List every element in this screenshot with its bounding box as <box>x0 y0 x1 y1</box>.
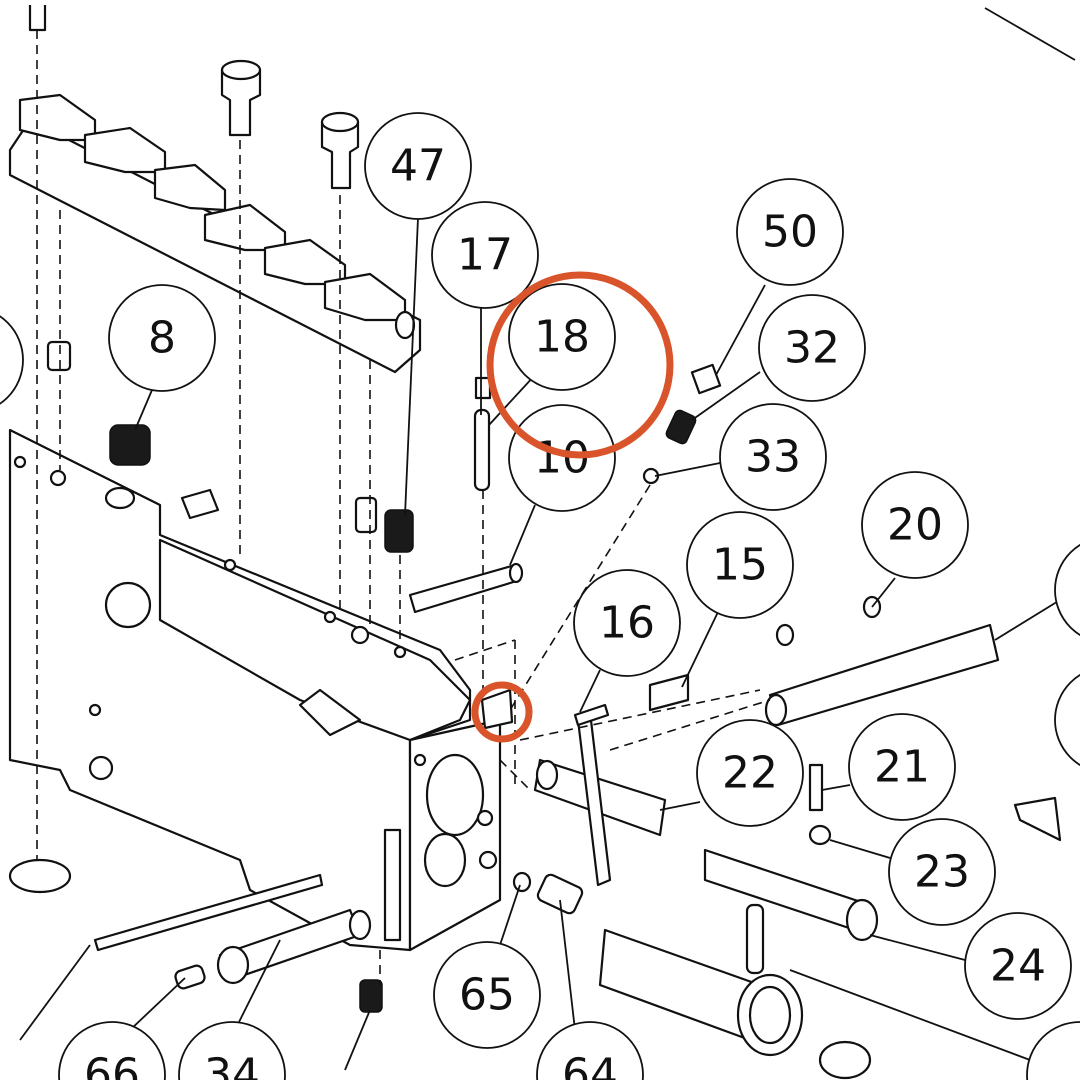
callout-18-label: 18 <box>534 312 590 363</box>
callout-10[interactable]: 10 <box>508 404 616 512</box>
callout-18[interactable]: 18 <box>508 283 616 391</box>
picatinny-rail <box>8 93 422 374</box>
callout-8-label: 8 <box>148 313 176 364</box>
leader-lines <box>19 217 1061 1071</box>
callout-21-label: 21 <box>874 742 930 793</box>
callout-8[interactable]: 8 <box>108 284 216 392</box>
callout-66-label: 66 <box>84 1050 140 1080</box>
callout-64-label: 64 <box>562 1050 618 1080</box>
callout-50[interactable]: 50 <box>736 178 844 286</box>
highlight-circle-callout-18 <box>486 271 674 459</box>
callout-34-label: 34 <box>204 1050 260 1080</box>
detent-part <box>480 688 514 730</box>
callout-22-label: 22 <box>722 748 778 799</box>
rail-screws <box>28 5 360 190</box>
callout-23-label: 23 <box>914 847 970 898</box>
callout-23[interactable]: 23 <box>888 818 996 926</box>
assembly-dashed-lines <box>36 30 771 985</box>
callout-edge-right-middle <box>1054 673 1080 767</box>
callout-34[interactable]: 34 <box>178 1021 286 1080</box>
callout-32-label: 32 <box>784 323 840 374</box>
callout-edge-right-bottom <box>1026 1021 1080 1080</box>
callout-15-label: 15 <box>712 540 768 591</box>
callout-21[interactable]: 21 <box>848 713 956 821</box>
callout-50-label: 50 <box>762 207 818 258</box>
callout-47[interactable]: 47 <box>364 112 472 220</box>
callout-edge-right-upper <box>1054 543 1080 637</box>
callout-22[interactable]: 22 <box>696 719 804 827</box>
callout-20-label: 20 <box>887 500 943 551</box>
receiver-body <box>8 428 502 952</box>
callout-64[interactable]: 64 <box>536 1021 644 1080</box>
highlight-circle-part-location <box>471 681 533 743</box>
callout-32[interactable]: 32 <box>758 294 866 402</box>
callout-65[interactable]: 65 <box>433 941 541 1049</box>
callout-16-label: 16 <box>599 598 655 649</box>
callout-33[interactable]: 33 <box>719 403 827 511</box>
callout-20[interactable]: 20 <box>861 471 969 579</box>
callout-16[interactable]: 16 <box>573 569 681 677</box>
callout-17[interactable]: 17 <box>431 201 539 309</box>
callout-33-label: 33 <box>745 432 801 483</box>
callout-24-label: 24 <box>990 941 1046 992</box>
receiver-assembly <box>8 5 1076 1080</box>
callout-17-label: 17 <box>457 230 513 281</box>
callout-24[interactable]: 24 <box>964 912 1072 1020</box>
callout-66[interactable]: 66 <box>58 1021 166 1080</box>
callout-15[interactable]: 15 <box>686 511 794 619</box>
callout-edge-left <box>0 315 24 405</box>
callout-47-label: 47 <box>390 141 446 192</box>
callout-65-label: 65 <box>459 970 515 1021</box>
